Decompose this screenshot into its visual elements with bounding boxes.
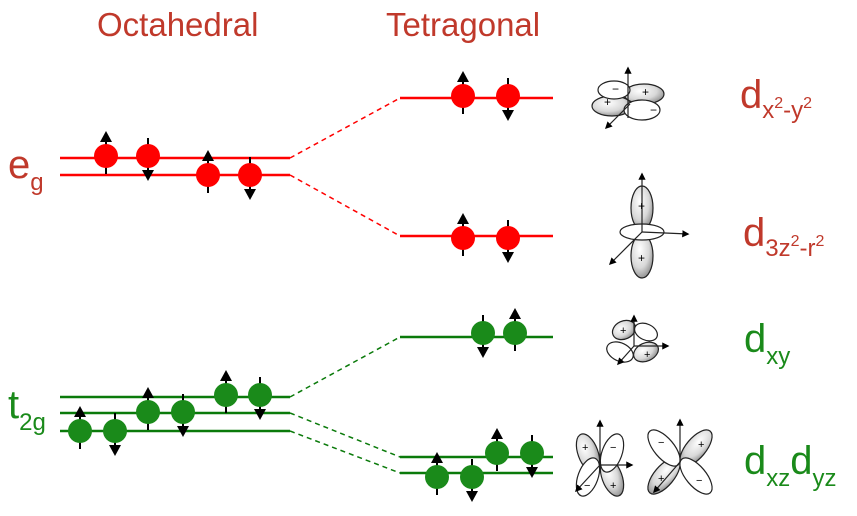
svg-text:−: − [612,82,619,96]
electron-spin-down [238,157,262,200]
eg-label: eg [8,143,44,196]
svg-text:+: + [638,251,645,265]
correlation-lines [289,97,401,474]
electron-spin-up [451,213,475,256]
electron-spin-up [68,406,92,449]
connector-eg-to-dz2 [289,174,401,237]
dyz-orbital-icon: + + − − [647,418,713,495]
electron-spin-down [136,138,160,181]
electron-spin-down [103,413,127,456]
svg-text:+: + [638,199,645,213]
electron-spin-up [425,452,449,495]
svg-text:−: − [658,437,664,449]
dxy-label: dxy [744,317,790,370]
electron-spin-up [136,387,160,430]
electron-spin-down [460,459,484,502]
electron-spin-down [496,220,520,263]
svg-text:−: − [650,103,657,117]
svg-text:−: − [584,480,590,492]
svg-text:+: + [644,349,650,361]
electrons [68,71,544,502]
svg-text:+: + [582,442,588,454]
connector-eg-to-dx2y2 [289,97,401,159]
octahedral-header: Octahedral [97,6,258,43]
connector-t2g-to-dxy [289,336,401,398]
svg-text:+: + [604,95,611,109]
svg-text:+: + [698,439,704,451]
electron-spin-up [451,71,475,114]
dxy-orbital-icon: + + [606,314,670,366]
svg-text:+: + [642,85,649,99]
electron-spin-up [485,428,509,471]
dxzdyz-label: dxzdyz [744,439,837,492]
electron-spin-up [94,131,118,174]
dx2y2-orbital-icon: + + − − [591,66,665,130]
electron-spin-down [248,377,272,420]
dz2-orbital-icon: + + [608,172,690,279]
electron-spin-up [214,370,238,413]
electron-spin-down [471,315,495,358]
tetragonal-header: Tetragonal [386,6,540,43]
electron-spin-down [496,78,520,121]
svg-text:−: − [610,442,616,454]
dz2-label: d3z2-r2 [743,211,825,262]
svg-text:+: + [658,473,664,485]
svg-text:−: − [696,475,702,487]
t2g-label: t2g [8,383,46,436]
electron-spin-down [520,435,544,478]
dx2y2-label: dx2-y2 [740,73,812,124]
electron-spin-up [503,308,527,351]
svg-text:+: + [620,325,626,337]
connector-t2g-to-dyz [289,430,401,474]
electron-spin-up [196,150,220,193]
tetragonal-levels [400,96,553,475]
connector-t2g-to-dxz [289,412,401,458]
svg-text:+: + [610,480,616,492]
dxz-orbital-icon: + + − − [575,419,634,497]
electron-spin-down [171,394,195,437]
